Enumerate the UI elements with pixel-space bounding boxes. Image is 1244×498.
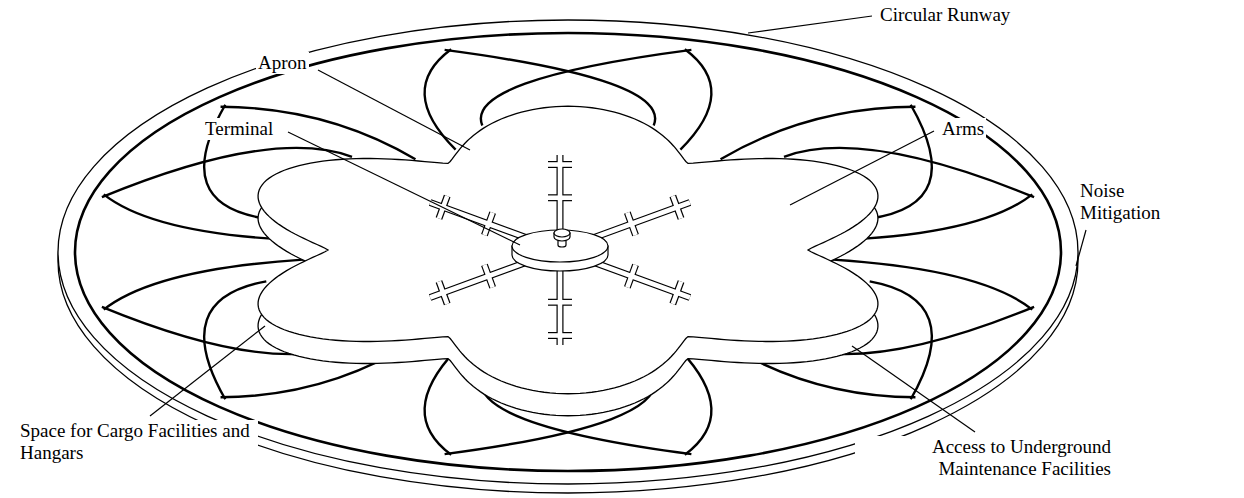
arm-line (204, 281, 266, 399)
circular-runway (75, 33, 1061, 471)
callout-label: Circular Runway (878, 4, 1012, 26)
leader-line (790, 131, 934, 205)
pier-fill (627, 213, 635, 236)
pier-fill (673, 196, 681, 219)
pier-fill (627, 265, 635, 288)
pier-fill (484, 265, 492, 288)
pier-fill (548, 333, 572, 338)
pier-fill (548, 300, 572, 305)
arm-line (721, 107, 916, 159)
terminal-base-top (512, 230, 608, 262)
callout-label: Noise Mitigation (1078, 180, 1178, 224)
arm-line (680, 350, 711, 454)
arm-line (680, 49, 711, 149)
leader-line (288, 132, 520, 245)
callout-label: Apron (256, 52, 309, 74)
arm-line (425, 350, 456, 454)
arms (102, 49, 1034, 455)
leader-line (852, 346, 975, 432)
leader-line (748, 16, 872, 33)
arm-line (870, 281, 932, 399)
leader-line (318, 70, 470, 150)
terminal-building (512, 229, 608, 271)
pier-fill (548, 162, 572, 167)
runway-outer-edge (58, 20, 1078, 484)
callout-label: Access to Underground Maintenance Facili… (855, 436, 1113, 480)
apron (258, 106, 878, 394)
pier-fill (548, 195, 572, 200)
terminal-piers (430, 155, 690, 345)
pier-fill (439, 281, 447, 304)
callout-label: Terminal (203, 118, 275, 140)
terminal-tower-cap-top (554, 229, 570, 237)
callout-label: Arms (940, 118, 986, 140)
leader-line (150, 326, 265, 416)
pier-fill (673, 281, 681, 304)
leader-line (1076, 230, 1086, 266)
arm-line (870, 105, 932, 219)
callout-label: Space for Cargo Facilities and Hangars (18, 420, 258, 464)
pier-fill (484, 213, 492, 236)
leader-lines (150, 16, 1086, 432)
